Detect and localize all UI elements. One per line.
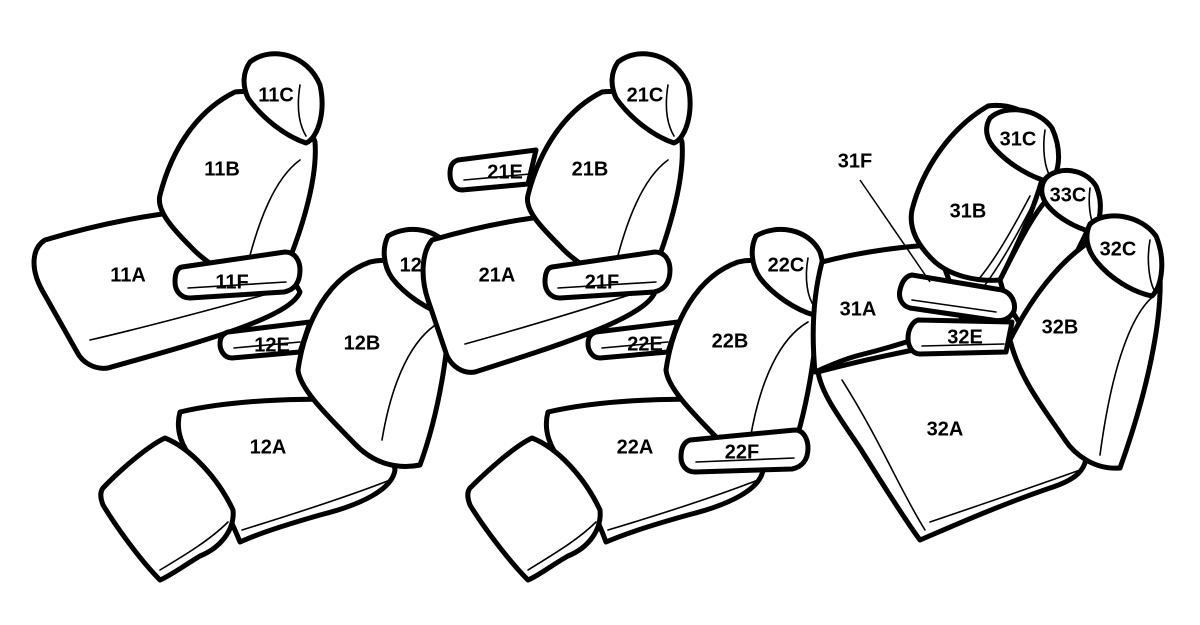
label-31f: 31F	[838, 150, 872, 172]
label-22c: 22C	[768, 254, 805, 276]
seat-12: 12A 12B 12C 12E	[98, 227, 459, 583]
leader-31f	[859, 179, 931, 283]
seat-11c-headrest	[241, 51, 325, 146]
seat-32c-headrest	[1084, 213, 1165, 299]
seat-22: 22A 22B 22C 22E 22F	[465, 227, 827, 583]
label-32c: 32C	[1100, 238, 1137, 260]
label-11c: 11C	[258, 84, 294, 106]
label-22f: 22F	[725, 441, 759, 463]
label-32e: 32E	[947, 326, 983, 348]
label-31a: 31A	[840, 298, 877, 320]
label-11b: 11B	[204, 158, 240, 180]
seat-11b-backrest	[156, 89, 318, 295]
seat-21b-backrest	[524, 89, 685, 295]
seat-32b-backrest	[1007, 235, 1163, 471]
label-32a: 32A	[927, 418, 964, 440]
label-12a: 12A	[250, 436, 287, 458]
label-21a: 21A	[479, 264, 516, 286]
label-21c: 21C	[627, 84, 664, 106]
seat-12e-armrest	[217, 319, 313, 361]
label-21b: 21B	[572, 158, 609, 180]
seat-21c-headrest	[609, 51, 693, 146]
label-11f: 11F	[215, 271, 248, 293]
label-11a: 11A	[110, 264, 146, 286]
label-31b: 31B	[950, 200, 987, 222]
label-22e: 22E	[627, 333, 663, 355]
label-22b: 22B	[712, 330, 749, 352]
seat-11: 11A 11B 11C 11F	[31, 51, 325, 371]
seat-21: 21A 21B 21C 21E 21F	[420, 51, 693, 375]
seat-3x-bench: 31A 31B 31C 31F 32A 32B 32C 32E 33C	[810, 102, 1165, 543]
label-12b: 12B	[344, 332, 381, 354]
seat-22e-armrest	[585, 319, 681, 361]
label-31c: 31C	[1000, 128, 1037, 150]
label-22a: 22A	[617, 436, 654, 458]
label-12e: 12E	[254, 334, 290, 356]
label-21e: 21E	[487, 161, 523, 183]
label-21f: 21F	[585, 271, 619, 293]
label-32b: 32B	[1042, 316, 1079, 338]
label-33c: 33C	[1050, 184, 1087, 206]
